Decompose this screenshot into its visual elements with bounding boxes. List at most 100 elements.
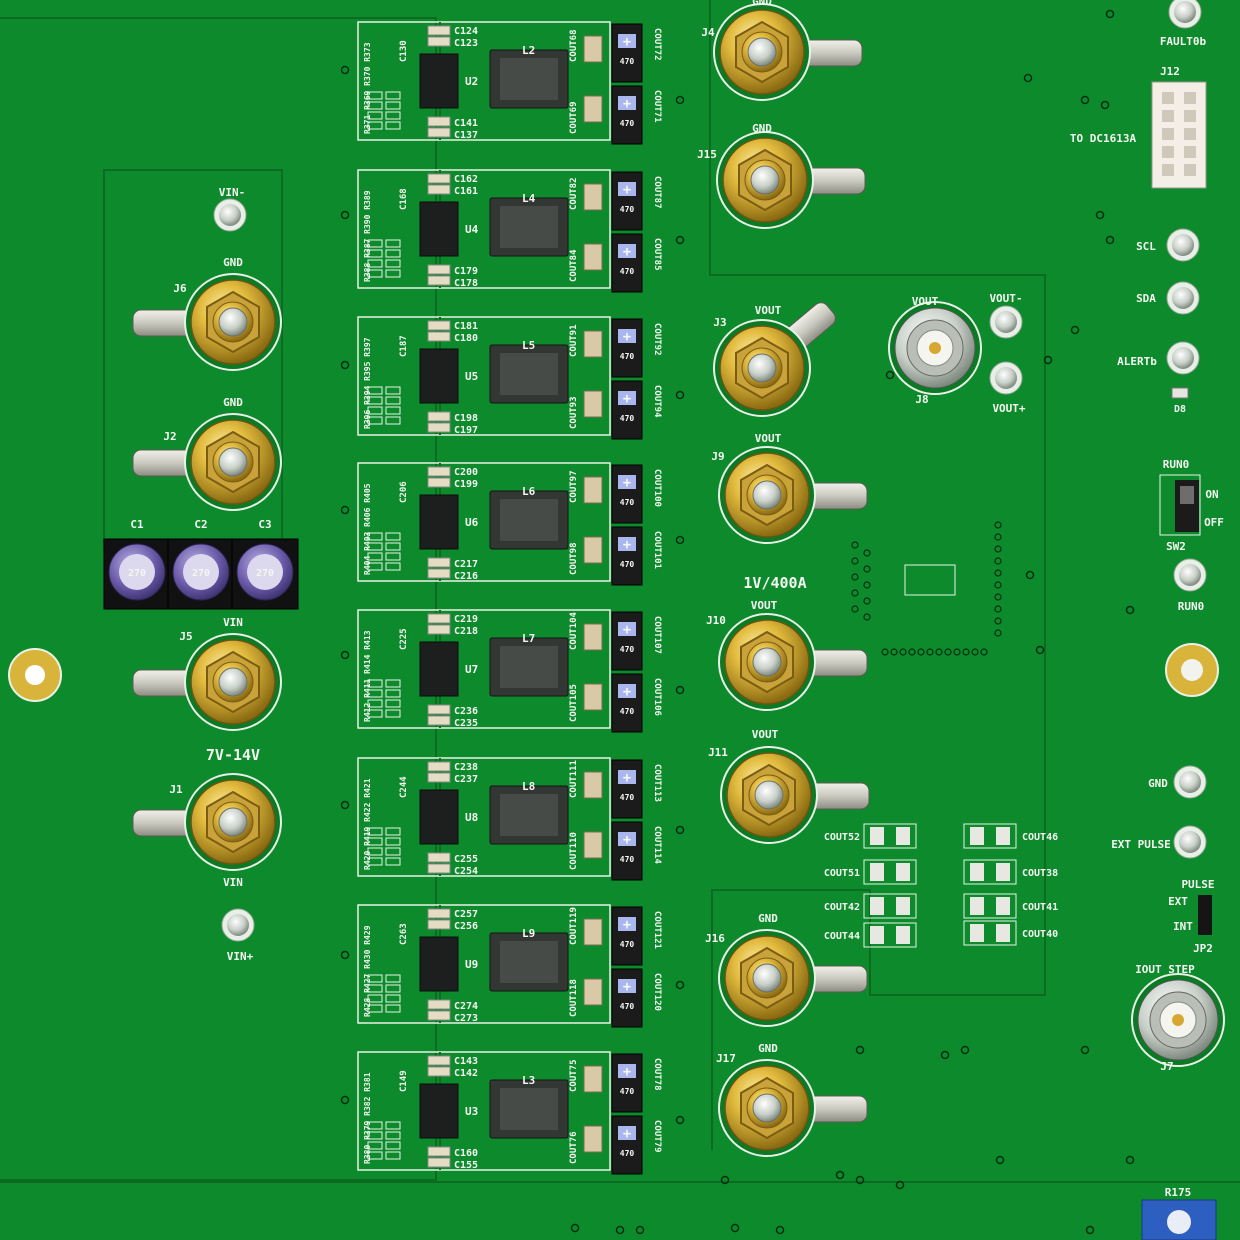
post-top xyxy=(218,667,248,697)
polarity-mark xyxy=(618,622,636,636)
inductor-face xyxy=(500,58,558,100)
via xyxy=(340,210,350,220)
cout-ref: COUT41 xyxy=(1022,902,1058,913)
terminal-ref: J16 xyxy=(705,932,725,945)
resistor-refs: R412 R411 R414 R413 xyxy=(363,630,372,722)
switch-ref: SW2 xyxy=(1166,540,1186,553)
net-label: VIN xyxy=(223,876,243,889)
cout-ref: COUT107 xyxy=(652,616,662,654)
vin-minus-testpoint xyxy=(213,198,247,232)
header-pin xyxy=(1184,128,1196,140)
cap-marking: 470 xyxy=(620,855,635,864)
cap-ref: C237 xyxy=(454,774,478,785)
polarity-mark xyxy=(618,329,636,343)
polarity-mark xyxy=(618,917,636,931)
smd-cap xyxy=(427,320,451,331)
cap-ref: C155 xyxy=(454,1160,478,1171)
inductor-ref: L3 xyxy=(522,1074,535,1087)
resistor-pad xyxy=(385,532,401,541)
smd-cap xyxy=(427,411,451,422)
via xyxy=(851,557,859,565)
cap-marking: 270 xyxy=(128,568,146,579)
cout-ref: COUT42 xyxy=(824,902,860,913)
int-label: INT xyxy=(1173,920,1193,933)
resistor-pad xyxy=(385,699,401,708)
cout-ref: COUT94 xyxy=(652,385,662,418)
via xyxy=(1105,235,1115,245)
controller-ic xyxy=(419,789,459,845)
via xyxy=(855,1175,865,1185)
via xyxy=(994,569,1002,577)
resistor-pad xyxy=(385,1004,401,1013)
tp-top xyxy=(995,311,1017,333)
run-on-label: ON xyxy=(1205,488,1218,501)
inductor-ref: L8 xyxy=(522,780,535,793)
cap-marking: 470 xyxy=(620,352,635,361)
cap-top xyxy=(247,554,283,590)
polarity-plus: + xyxy=(623,684,631,700)
cap-outline xyxy=(863,823,917,849)
resistor-pad xyxy=(367,699,383,708)
cap-outline xyxy=(863,922,917,948)
resistor-pad xyxy=(367,416,383,425)
bnc-pin xyxy=(1172,1014,1184,1026)
net-label: VOUT xyxy=(751,599,778,612)
polymer-cap xyxy=(611,821,643,881)
polarity-plus: + xyxy=(623,1064,631,1080)
cap-ref: C238 xyxy=(454,762,478,773)
via xyxy=(851,541,859,549)
cout-ref: COUT93 xyxy=(569,396,579,429)
via xyxy=(994,557,1002,565)
polarity-mark xyxy=(618,537,636,551)
mounting-hole-center xyxy=(25,665,45,685)
ceramic-cap xyxy=(583,1065,603,1093)
tp-top xyxy=(1179,771,1201,793)
resistor-pad xyxy=(367,1151,383,1160)
smd-cap xyxy=(427,852,451,863)
smd-cap xyxy=(427,25,451,36)
cap-outline xyxy=(963,823,1017,849)
cout-ref: COUT98 xyxy=(569,542,579,575)
ceramic-cap xyxy=(583,918,603,946)
post-top xyxy=(750,165,780,195)
bnc-label: VOUT xyxy=(912,295,939,308)
phase-outline xyxy=(357,1051,611,1171)
resistor-pad xyxy=(367,406,383,415)
bnc-J7 xyxy=(1131,973,1225,1067)
via xyxy=(340,650,350,660)
terminal-ref: J17 xyxy=(716,1052,736,1065)
cap-ref: C2 xyxy=(194,518,207,531)
resistor-pad xyxy=(385,406,401,415)
tp-top xyxy=(1172,347,1194,369)
cout-ref: COUT91 xyxy=(569,324,579,357)
via xyxy=(994,593,1002,601)
smd-cap xyxy=(427,1066,451,1077)
alert-testpoint xyxy=(1166,341,1200,375)
ceramic-cap xyxy=(583,95,603,123)
resistor-pad xyxy=(367,396,383,405)
jumper-ref: JP2 xyxy=(1193,942,1213,955)
polarity-plus: + xyxy=(623,182,631,198)
cap-ref: C162 xyxy=(454,174,478,185)
resistor-pad xyxy=(367,679,383,688)
terminal-J1 xyxy=(132,773,282,871)
smd-cap xyxy=(427,127,451,138)
terminal-J3 xyxy=(713,302,836,417)
via xyxy=(675,390,685,400)
resistor-pad xyxy=(367,1131,383,1140)
smd-cap xyxy=(427,557,451,568)
via xyxy=(340,1095,350,1105)
net-label: VIN xyxy=(223,616,243,629)
cout-ref: COUT72 xyxy=(652,28,662,61)
cap-pad xyxy=(996,827,1010,845)
cap-marking: 470 xyxy=(620,560,635,569)
resistor-pad xyxy=(367,259,383,268)
via xyxy=(340,360,350,370)
via xyxy=(775,1225,785,1235)
cap-marking: 470 xyxy=(620,205,635,214)
net-label: GND xyxy=(223,396,243,409)
cap-ref: C216 xyxy=(454,571,478,582)
smd-cap xyxy=(427,264,451,275)
via xyxy=(340,800,350,810)
